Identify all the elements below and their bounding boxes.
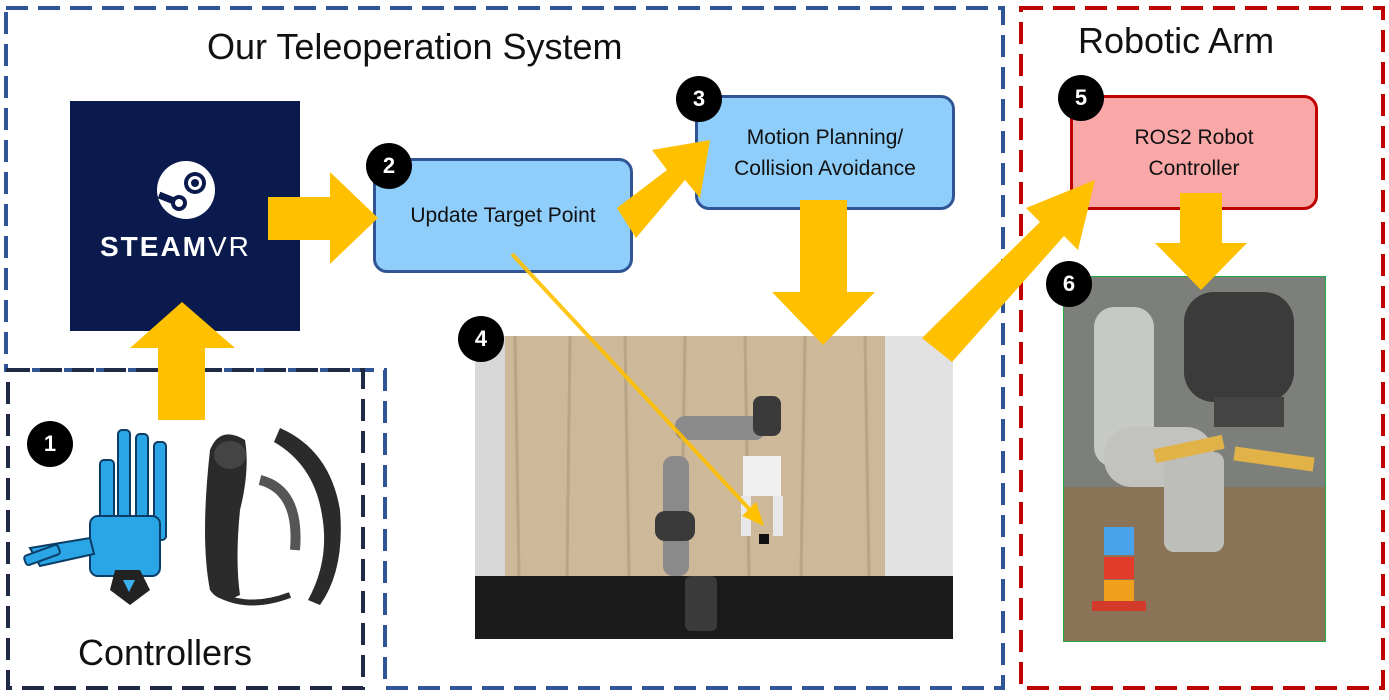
motion-planning-label-line2: Collision Avoidance [734, 156, 916, 180]
step-badge-3: 3 [676, 76, 722, 122]
controllers-region-title: Controllers [78, 632, 253, 673]
step-badge-1: 1 [27, 421, 73, 467]
update-target-point-box: Update Target Point [373, 158, 633, 273]
arrow-target-to-gripper [510, 252, 754, 514]
step-badge-6: 6 [1046, 261, 1092, 307]
arrow-planning-to-photo [772, 200, 875, 345]
robot-arm-photo [475, 336, 953, 639]
motion-planning-label-line1: Motion Planning/ [746, 125, 904, 149]
arm-region-border [1019, 6, 1385, 690]
update-target-point-label: Update Target Point [410, 204, 596, 227]
motion-planning-box: Motion Planning/ Collision Avoidance [695, 95, 955, 210]
arrow-controllers-to-steamvr [130, 302, 235, 420]
steamvr-logo-text: STEAMVR [100, 231, 251, 262]
step-badge-5: 5 [1058, 75, 1104, 121]
robot-arm-stacking-photo [1063, 276, 1326, 642]
vr-knuckles-controller-icon [205, 428, 341, 606]
arrow-photo-to-ros2 [922, 180, 1095, 362]
steamvr-panel: STEAMVR [70, 101, 300, 331]
ros2-controller-label-line1: ROS2 Robot [1134, 125, 1254, 149]
arrow-steamvr-to-update [268, 172, 378, 264]
arrow-ros2-to-arm [1155, 193, 1247, 290]
step-badge-2: 2 [366, 143, 412, 189]
arrow-update-to-planning [617, 140, 710, 238]
vr-glove-controller-icon [23, 429, 167, 605]
teleop-region-title: Our Teleoperation System [207, 26, 623, 67]
ros2-controller-label-line2: Controller [1148, 156, 1240, 180]
arrow-target-to-gripper-head [742, 502, 764, 526]
arm-region-title: Robotic Arm [1078, 20, 1275, 61]
step-badge-4: 4 [458, 316, 504, 362]
steam-logo-icon [157, 161, 215, 219]
